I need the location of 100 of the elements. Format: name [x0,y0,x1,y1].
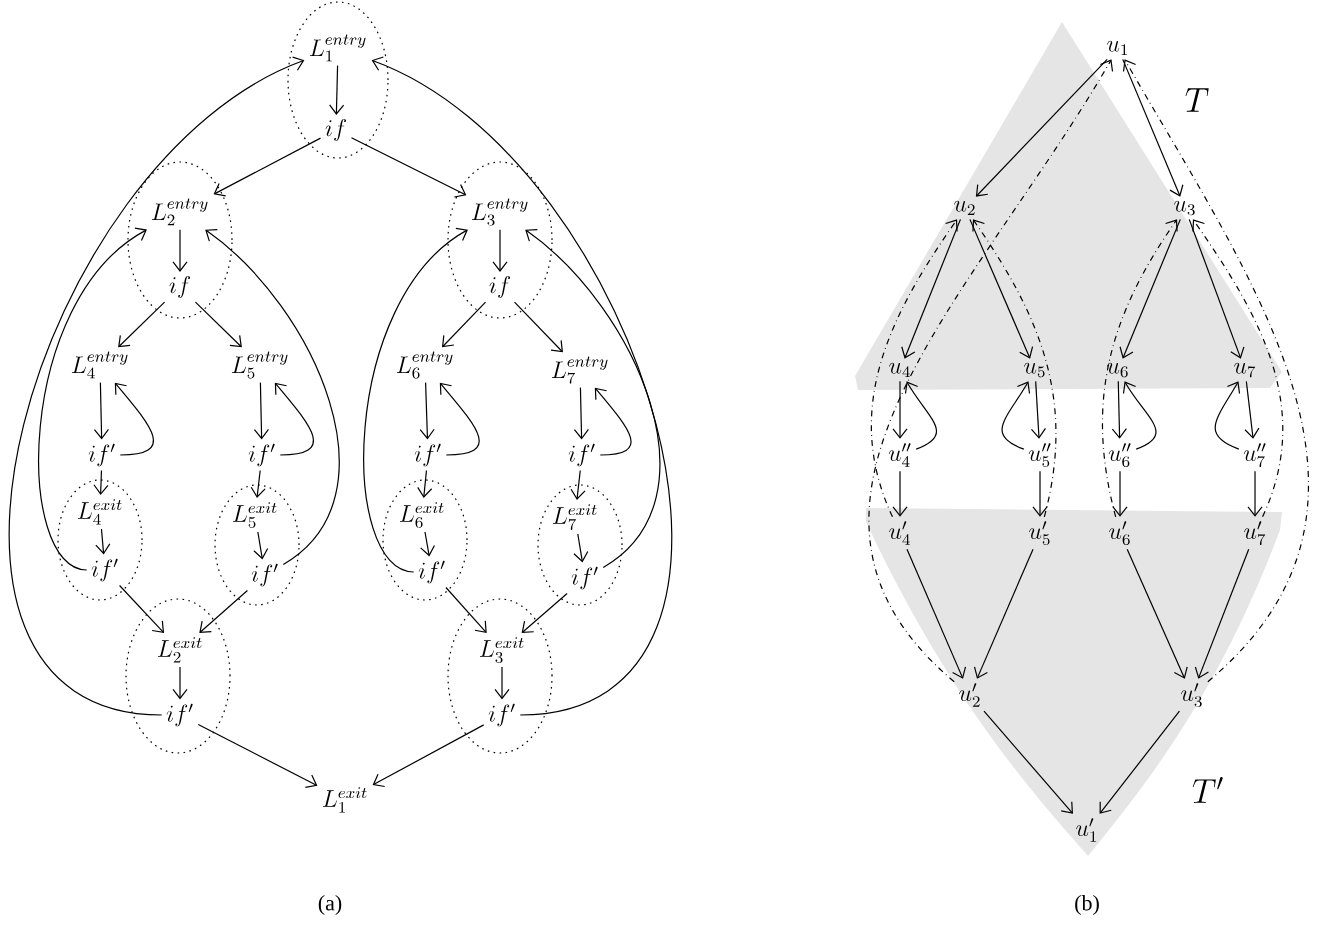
dash-dot-arrow [972,219,1057,518]
node-label: $L_1^{entry}$ [309,34,366,62]
dash-dot-arrow [1102,219,1178,518]
arrow [892,380,908,439]
node-label: $L_5^{entry}$ [231,351,288,379]
arrow [521,592,568,633]
arrow [274,382,315,456]
arrow [420,531,436,557]
arrow [975,58,1108,197]
arrow [904,381,937,450]
dotted-ellipse [125,598,231,754]
arrow [213,137,322,197]
node-label: $u'_4$ [889,521,910,545]
arrow [118,584,165,633]
node-label: $L_7^{entry}$ [551,356,608,384]
arrow [969,218,1034,359]
arrow [1030,380,1047,439]
node-label: $L_5^{exit}$ [232,502,277,528]
node-label: $u_3$ [1174,200,1195,216]
node-label: $L_6^{exit}$ [399,502,444,528]
dash-dot-arrow [1192,219,1284,518]
dash-dot-arrow [871,219,958,518]
dotted-ellipse [382,479,468,601]
node-label: $if$ [325,119,347,141]
arrow [1001,381,1031,450]
node-label: $u''_6$ [1108,443,1131,468]
dotted-ellipse [127,161,233,319]
arrow [253,531,269,560]
arrow [363,227,468,573]
node-label: $L_6^{entry}$ [396,351,453,379]
arrow [114,382,155,456]
arrow [906,548,967,679]
node-label: $L_3^{exit}$ [479,637,524,663]
node-label: $if'$ [571,566,598,590]
arrow [439,382,480,456]
arrow [205,229,340,566]
arrow [172,229,188,272]
arrow [197,723,318,789]
node-label: $if'$ [91,558,118,582]
node-label: $u''_5$ [1028,443,1051,468]
node-label: $if'$ [568,443,595,467]
panel-label: (a) [318,895,342,915]
arrow [419,382,435,440]
arrow [329,65,345,115]
node-label: $if'$ [248,443,275,467]
node-label: $if'$ [488,703,515,727]
node-label: $u_4$ [889,362,910,377]
arrow [1188,218,1245,359]
panel-label: (b) [1075,895,1099,915]
node-label: $u_7$ [1234,362,1256,378]
node-label: $L_3^{entry}$ [471,198,528,226]
arrow [250,469,266,498]
arrow [350,137,467,198]
arrow [525,229,661,569]
node-label: $u_6$ [1107,362,1128,378]
arrow [594,387,632,456]
arrow [118,301,166,348]
arrow [983,710,1073,814]
node-label: $u''_4$ [888,443,911,467]
node-label: $L_4^{exit}$ [77,499,122,525]
arrow [172,666,188,700]
node-label: $u_2$ [954,200,975,215]
arrow [1247,470,1263,517]
node-label: $L_1^{exit}$ [322,787,367,813]
dotted-ellipse [447,161,553,319]
node-label: $u'_3$ [1181,683,1202,708]
arrow [901,218,962,359]
arrow [194,301,242,348]
arrow [199,589,248,633]
arrow [570,469,586,500]
node-label: $if$ [489,276,511,298]
arrow [973,548,1034,679]
arrow [1112,470,1128,517]
node-label: $L_7^{exit}$ [552,504,597,530]
dotted-ellipse [287,1,389,159]
arrow [10,56,305,716]
arrow [371,56,672,716]
arrow [417,469,433,498]
dash-dot-arrow [869,59,1114,683]
arrow [492,229,508,272]
node-label: $u'_6$ [1109,521,1130,546]
dotted-ellipse [214,484,300,606]
arrow [1111,380,1127,439]
node-label: $u''_7$ [1243,443,1266,468]
arrow [573,533,589,563]
arrow [93,382,110,440]
node-label: $u_1$ [1107,40,1128,55]
arrow [573,387,589,440]
arrow [1119,218,1181,359]
arrow [892,470,908,517]
arrow [372,724,485,788]
arrow [93,469,109,495]
node-label: $if'$ [414,443,441,467]
node-label: $if'$ [251,563,278,587]
node-label: $L_2^{entry}$ [151,198,208,226]
dotted-ellipse [537,484,623,606]
arrow [38,227,147,571]
arrow [441,301,487,348]
arrow [1244,380,1260,439]
dotted-ellipse [57,479,143,601]
